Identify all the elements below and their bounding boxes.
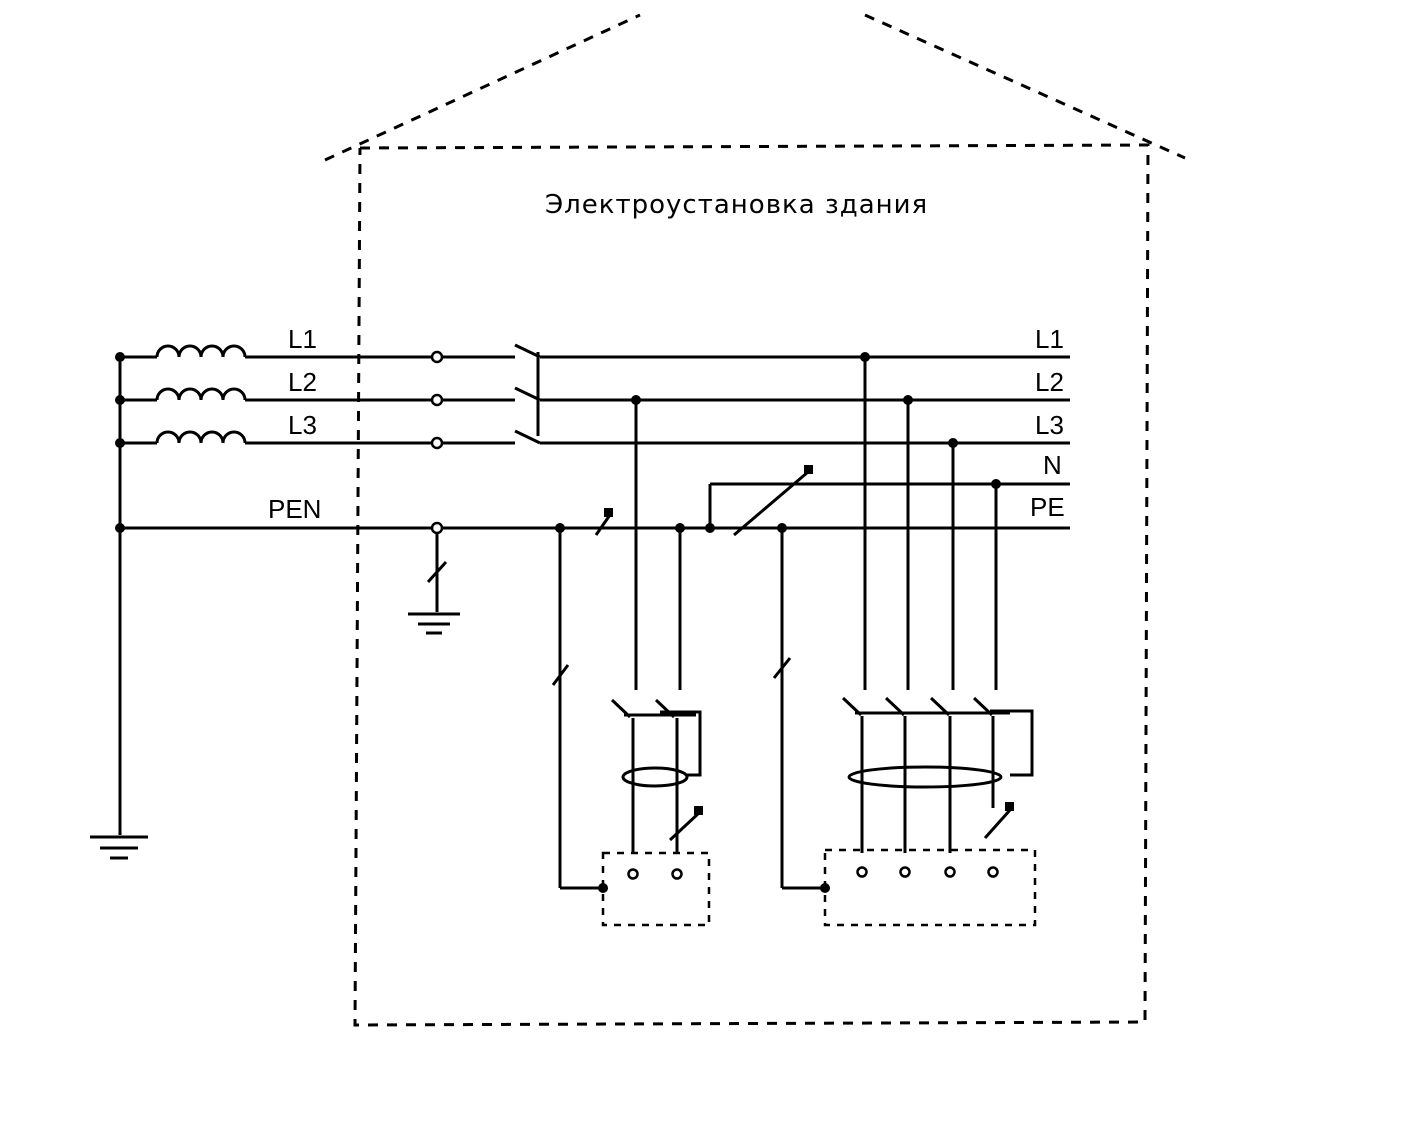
building-roof-right xyxy=(864,13,1186,160)
transformer-source xyxy=(90,344,262,860)
incoming-lines xyxy=(120,350,710,535)
source-ground-icon xyxy=(90,835,148,860)
three-phase-circuit xyxy=(772,352,1037,927)
rcd-three-phase-icon xyxy=(841,696,1034,853)
rcd-single-phase-icon xyxy=(610,698,703,853)
terminal-pen-icon xyxy=(430,521,444,535)
repeat-ground-icon xyxy=(408,533,460,635)
bus-label-l3: L3 xyxy=(1035,410,1064,440)
distribution-buses xyxy=(540,355,1070,533)
single-phase-circuit xyxy=(551,395,711,927)
socket-three-phase-icon xyxy=(820,848,1037,927)
bus-label-l2: L2 xyxy=(1035,367,1064,397)
source-label-l1: L1 xyxy=(288,324,317,354)
terminal-l2-icon xyxy=(430,393,444,407)
bus-label-l1: L1 xyxy=(1035,324,1064,354)
source-label-l2: L2 xyxy=(288,367,317,397)
bus-label-pe: PE xyxy=(1030,492,1065,522)
winding-l3-icon xyxy=(120,430,262,445)
main-breaker-icon xyxy=(514,343,541,445)
source-label-pen: PEN xyxy=(268,494,321,524)
building-roof xyxy=(324,13,641,162)
building-walls xyxy=(353,143,1150,1027)
bus-label-n: N xyxy=(1043,450,1062,480)
n-bus-separation-mark-icon xyxy=(733,465,813,537)
pen-separation-mark-icon xyxy=(594,508,614,536)
building-title: Электроустановка здания xyxy=(545,190,928,220)
terminal-l1-icon xyxy=(430,350,444,364)
winding-l2-icon xyxy=(120,387,262,402)
winding-l1-icon xyxy=(120,344,262,359)
terminal-l3-icon xyxy=(430,436,444,450)
source-label-l3: L3 xyxy=(288,410,317,440)
socket-single-phase-icon xyxy=(598,851,711,927)
building-outline xyxy=(324,13,1186,1027)
